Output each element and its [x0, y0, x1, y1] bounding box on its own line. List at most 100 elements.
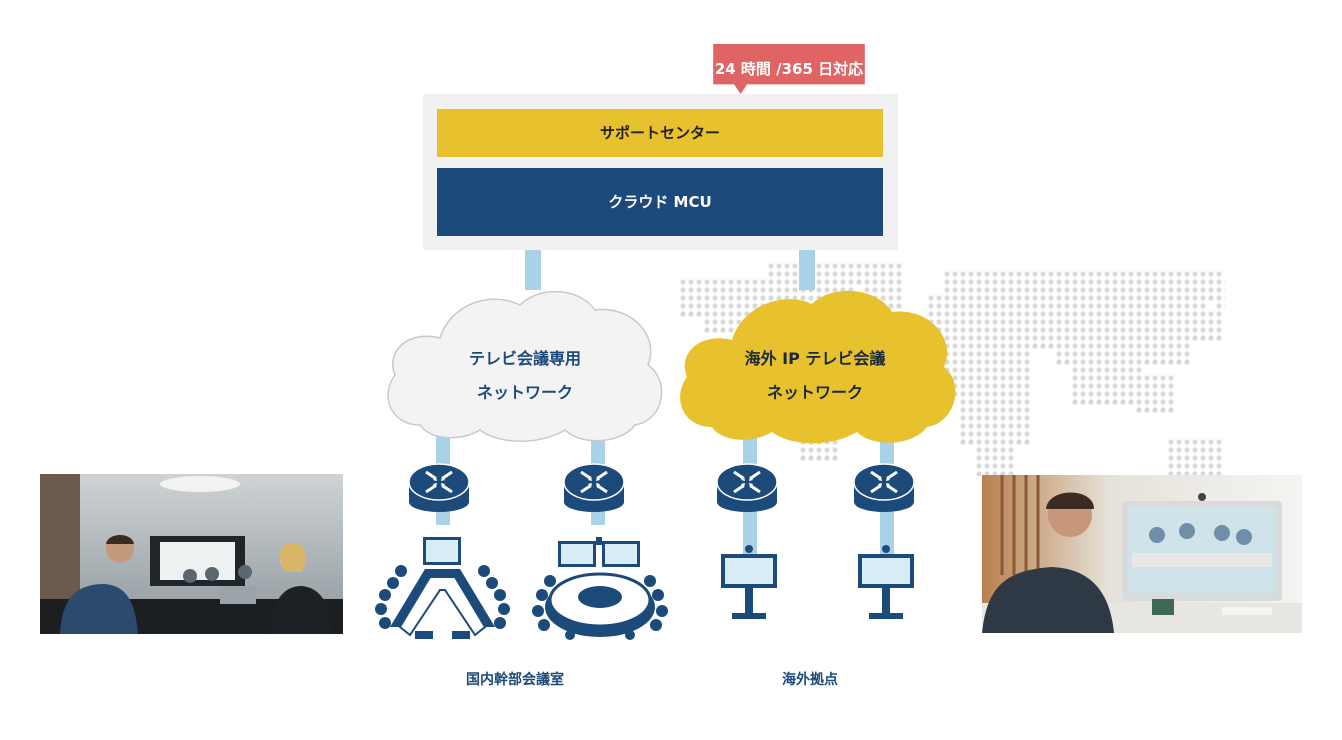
map-dot: [1088, 383, 1094, 389]
map-dot: [1096, 375, 1102, 381]
map-dot: [952, 359, 958, 365]
map-dot: [1064, 343, 1070, 349]
domestic-network-cloud: [387, 291, 663, 442]
map-dot: [1192, 319, 1198, 325]
map-dot: [1168, 295, 1174, 301]
map-dot: [1040, 287, 1046, 293]
map-dot: [1144, 391, 1150, 397]
map-dot: [712, 311, 718, 317]
map-dot: [784, 271, 790, 277]
map-dot: [1000, 295, 1006, 301]
map-dot: [1152, 375, 1158, 381]
map-dot: [960, 287, 966, 293]
map-dot: [1192, 327, 1198, 333]
map-dot: [1000, 319, 1006, 325]
map-dot: [1120, 303, 1126, 309]
map-dot: [1072, 335, 1078, 341]
overseas-network-label: 海外 IP テレビ会議 ネットワーク: [695, 342, 935, 410]
map-dot: [840, 263, 846, 269]
map-dot: [864, 271, 870, 277]
map-dot: [1120, 375, 1126, 381]
map-dot: [888, 263, 894, 269]
map-dot: [968, 423, 974, 429]
map-dot: [768, 279, 774, 285]
map-dot: [1128, 351, 1134, 357]
map-dot: [1160, 375, 1166, 381]
map-dot: [1152, 407, 1158, 413]
map-dot: [1144, 383, 1150, 389]
map-dot: [1112, 279, 1118, 285]
map-dot: [776, 271, 782, 277]
map-dot: [968, 287, 974, 293]
map-dot: [720, 279, 726, 285]
map-dot: [1120, 351, 1126, 357]
map-dot: [960, 399, 966, 405]
map-dot: [1136, 383, 1142, 389]
map-dot: [1112, 399, 1118, 405]
map-dot: [1032, 311, 1038, 317]
map-dot: [960, 375, 966, 381]
map-dot: [1048, 343, 1054, 349]
map-dot: [992, 415, 998, 421]
map-dot: [1048, 319, 1054, 325]
map-dot: [1136, 343, 1142, 349]
map-dot: [1160, 335, 1166, 341]
map-dot: [1160, 383, 1166, 389]
overseas-caption: 海外拠点: [782, 672, 838, 688]
map-dot: [1016, 327, 1022, 333]
map-dot: [1168, 303, 1174, 309]
map-dot: [1104, 351, 1110, 357]
map-dot: [1016, 399, 1022, 405]
map-dot: [1064, 287, 1070, 293]
map-dot: [1152, 279, 1158, 285]
map-dot: [784, 263, 790, 269]
map-dot: [1168, 359, 1174, 365]
map-dot: [1168, 343, 1174, 349]
map-dot: [1000, 271, 1006, 277]
map-dot: [952, 319, 958, 325]
map-dot: [840, 279, 846, 285]
map-dot: [1112, 287, 1118, 293]
map-dot: [968, 439, 974, 445]
map-dot: [1152, 271, 1158, 277]
map-dot: [1016, 439, 1022, 445]
map-dot: [864, 263, 870, 269]
map-dot: [1000, 303, 1006, 309]
map-dot: [1152, 311, 1158, 317]
map-dot: [1040, 343, 1046, 349]
map-dot: [1160, 359, 1166, 365]
map-dot: [992, 303, 998, 309]
map-dot: [976, 367, 982, 373]
map-dot: [1088, 391, 1094, 397]
map-dot: [1096, 327, 1102, 333]
map-dot: [952, 295, 958, 301]
map-dot: [1016, 295, 1022, 301]
map-dot: [1192, 295, 1198, 301]
map-dot: [1112, 351, 1118, 357]
map-dot: [1096, 303, 1102, 309]
map-dot: [1056, 335, 1062, 341]
map-dot: [1064, 335, 1070, 341]
map-dot: [1176, 447, 1182, 453]
map-dot: [984, 343, 990, 349]
map-dot: [968, 303, 974, 309]
map-dot: [1176, 319, 1182, 325]
map-dot: [1048, 327, 1054, 333]
map-dot: [816, 447, 822, 453]
map-dot: [1080, 271, 1086, 277]
conference-room-round-icon: [532, 537, 668, 640]
map-dot: [1152, 343, 1158, 349]
router-icon: [853, 463, 915, 512]
map-dot: [1064, 279, 1070, 285]
domestic-network-line1: テレビ会議専用: [468, 349, 581, 368]
map-dot: [992, 287, 998, 293]
map-dot: [1000, 447, 1006, 453]
map-dot: [816, 271, 822, 277]
map-dot: [696, 311, 702, 317]
map-dot: [1208, 279, 1214, 285]
map-dot: [1136, 279, 1142, 285]
domestic-network-label: テレビ会議専用 ネットワーク: [410, 342, 640, 410]
map-dot: [1016, 383, 1022, 389]
map-dot: [1096, 295, 1102, 301]
map-dot: [736, 295, 742, 301]
